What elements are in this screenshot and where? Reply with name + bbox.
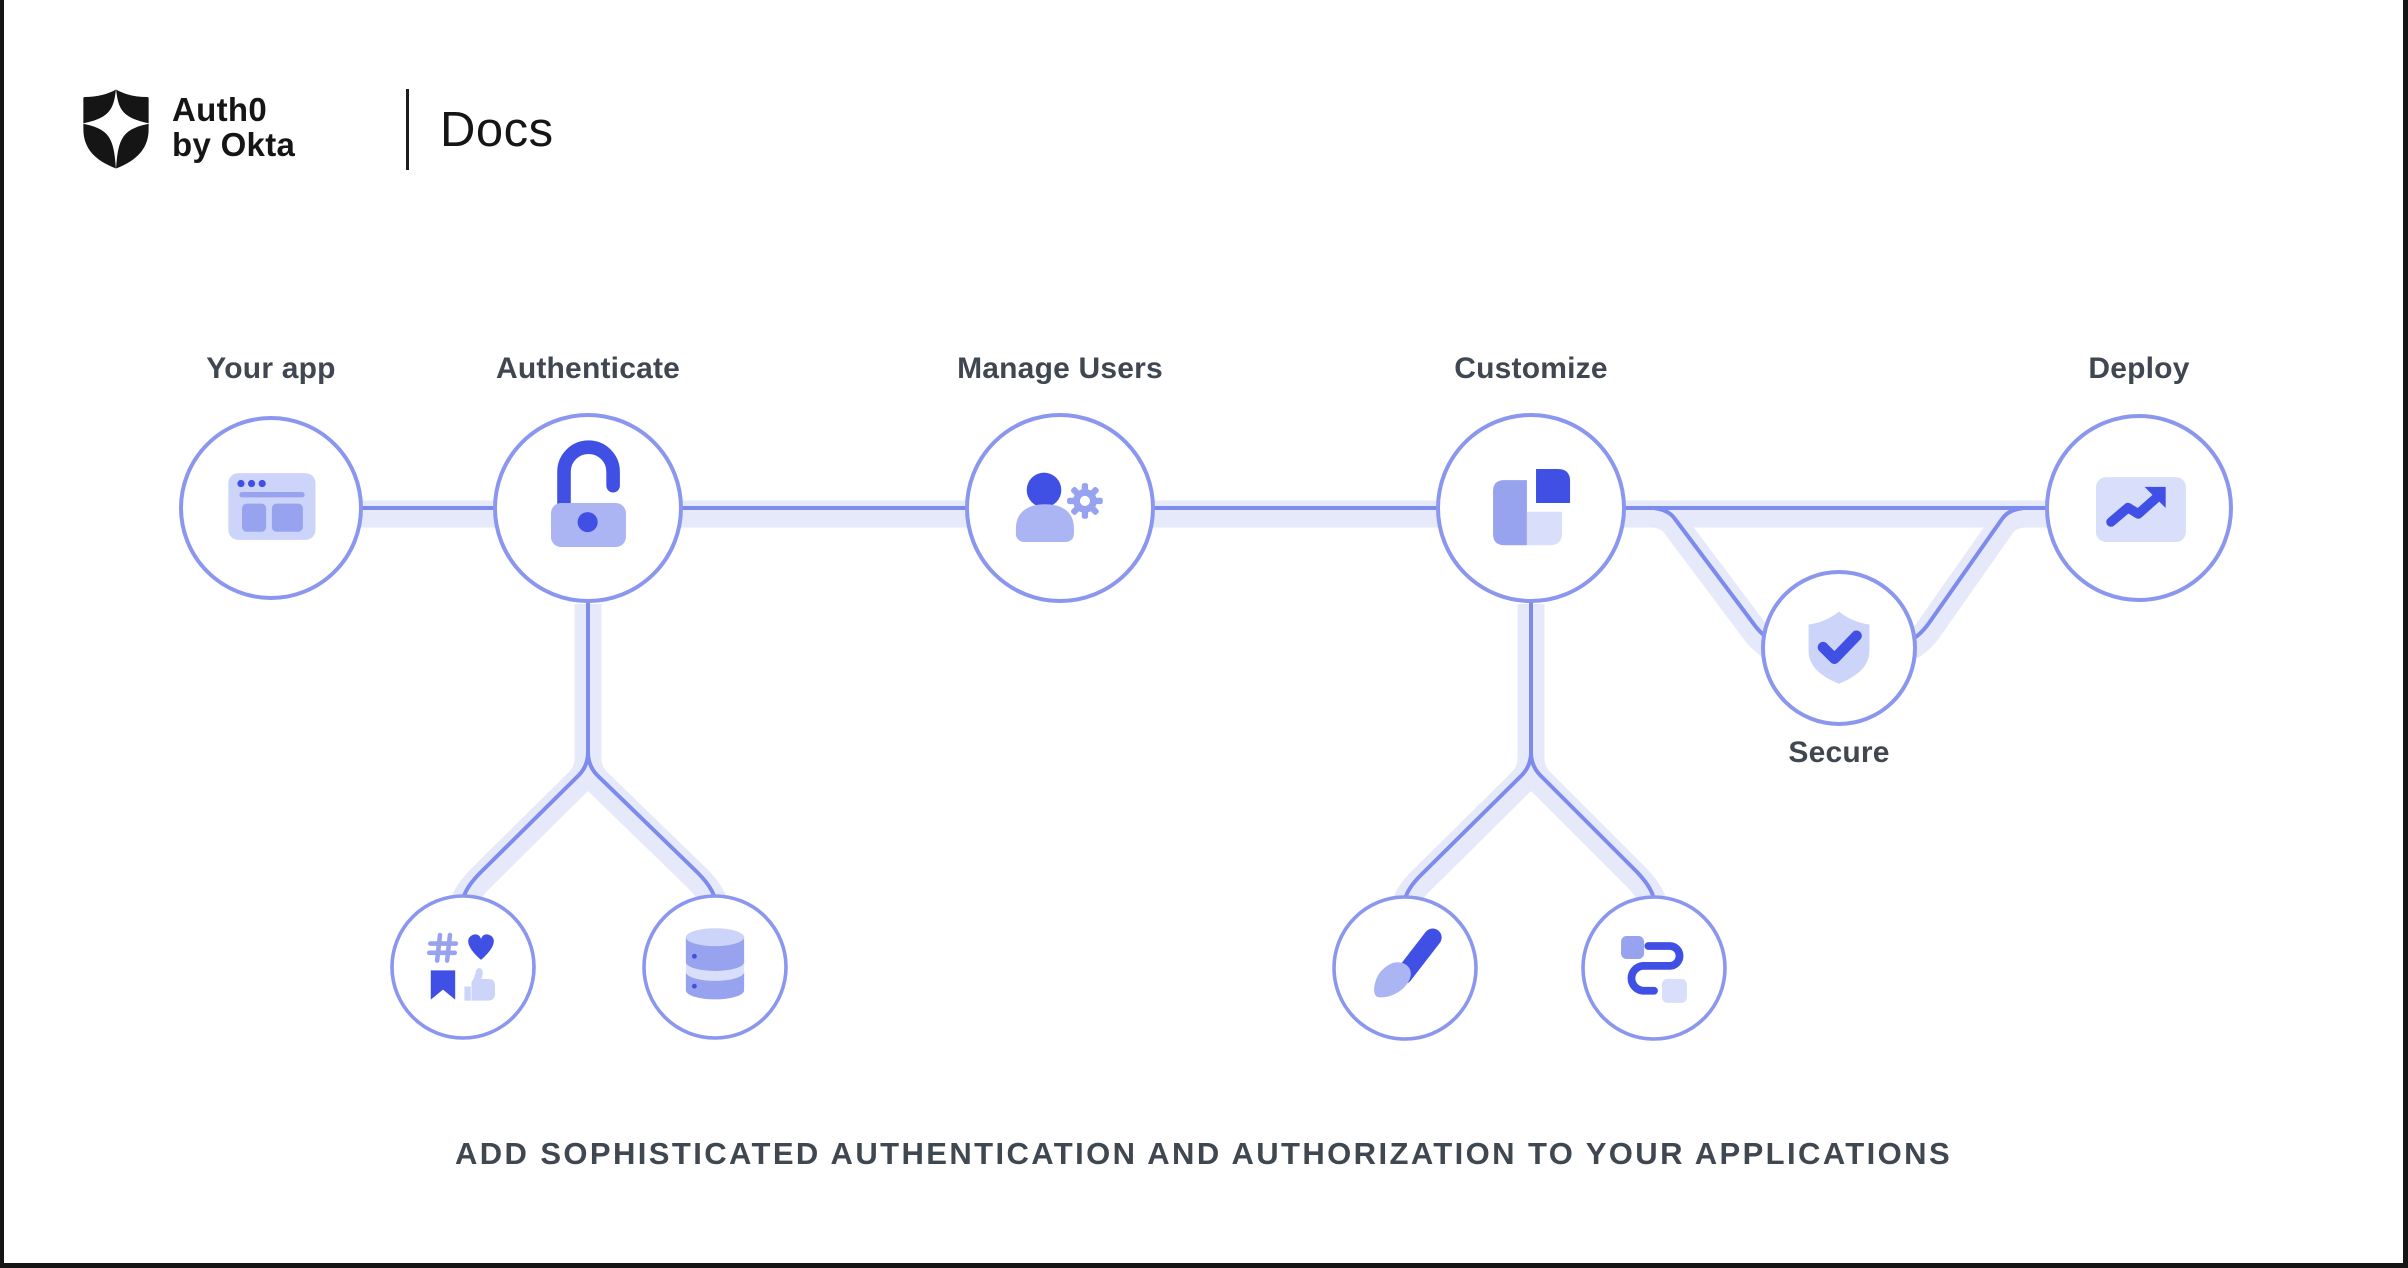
gear-icon [1067, 483, 1103, 519]
auth0-shield-icon [82, 88, 150, 170]
brand-line1: Auth0 [172, 91, 267, 128]
shield-check-icon [1808, 611, 1870, 684]
label-secure: Secure [1788, 736, 1890, 769]
hero-tagline: ADD SOPHISTICATED AUTHENTICATION AND AUT… [454, 1136, 1953, 1171]
trend-up-chart-icon [2095, 477, 2186, 543]
social-engagement-icons [426, 932, 495, 1001]
label-authenticate: Authenticate [495, 352, 681, 385]
product-name: Docs [440, 103, 554, 157]
label-manage-users: Manage Users [957, 352, 1163, 385]
paintbrush-icon [1374, 928, 1442, 998]
open-padlock-icon [550, 440, 626, 548]
user-gear-icon [1015, 472, 1103, 543]
subnode-social-circle [390, 894, 536, 1040]
flow-diagram [179, 413, 2233, 1041]
brand-line2: by Okta [172, 126, 296, 163]
label-customize: Customize [1454, 352, 1608, 385]
thumbs-up-icon [464, 967, 495, 1001]
label-your-app: Your app [206, 352, 336, 385]
bookmark-icon [430, 970, 456, 1000]
header-logo: Auth0 by Okta Docs [82, 88, 553, 170]
browser-window-icon [228, 473, 316, 540]
layout-blocks-icon [1493, 468, 1571, 546]
database-icon [685, 928, 745, 1000]
heart-icon [468, 934, 494, 960]
label-deploy: Deploy [2088, 352, 2190, 385]
brand-wordmark: Auth0 by Okta [172, 92, 295, 162]
hashtag-icon [426, 932, 459, 963]
node-customize-circle [1436, 413, 1626, 603]
flow-route-icon [1621, 936, 1687, 1003]
logo-divider [406, 89, 409, 170]
